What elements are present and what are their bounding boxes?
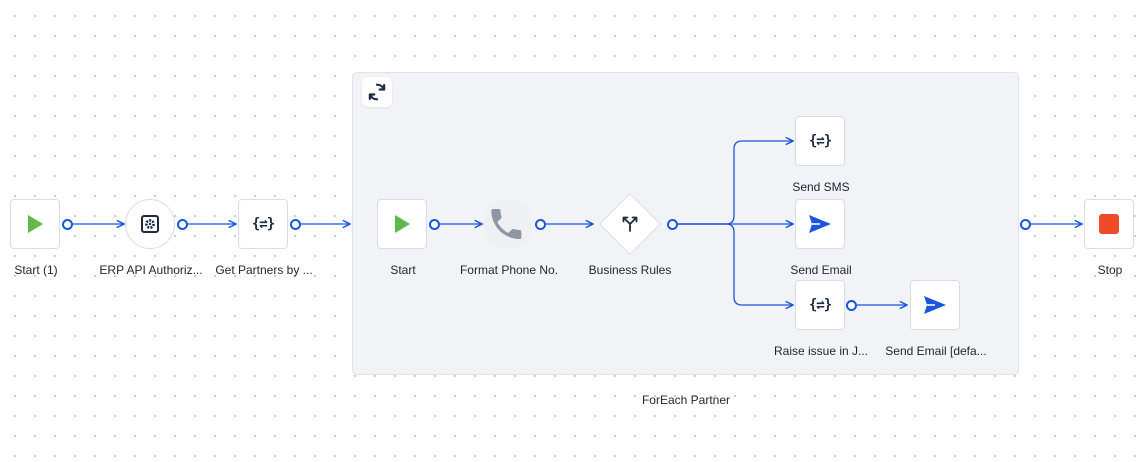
business-rules-label: Business Rules: [588, 263, 672, 277]
gear-box-icon: [141, 215, 159, 233]
business-rules-icon-wrap: [615, 209, 645, 239]
wire-rules-issue: [678, 223, 793, 305]
erp-auth-output-port[interactable]: [177, 219, 188, 230]
start-outer-node[interactable]: [10, 199, 60, 249]
send-sms-label: Send SMS: [792, 180, 850, 194]
format-phone-label: Format Phone No.: [459, 263, 559, 277]
format-phone-output-port[interactable]: [535, 219, 546, 230]
get-partners-node[interactable]: {⇌}: [238, 199, 288, 249]
send-sms-node[interactable]: {⇌}: [795, 116, 845, 166]
stop-icon: [1099, 214, 1119, 234]
send-email-node[interactable]: [795, 199, 845, 249]
business-rules-output-port[interactable]: [667, 219, 678, 230]
send-icon: [924, 296, 946, 314]
branch-icon: [622, 216, 638, 232]
transform-braces-icon: {⇌}: [808, 133, 832, 149]
raise-issue-node[interactable]: {⇌}: [795, 280, 845, 330]
get-partners-output-port[interactable]: [290, 219, 301, 230]
start-outer-label: Start (1): [14, 263, 58, 277]
phone-icon: [491, 209, 522, 239]
send-email-default-node[interactable]: [910, 280, 960, 330]
transform-braces-icon: {⇌}: [251, 216, 275, 232]
format-phone-node[interactable]: [483, 199, 533, 249]
loop-output-port[interactable]: [1020, 219, 1031, 230]
stop-node[interactable]: [1084, 199, 1134, 249]
foreach-loop-label: ForEach Partner: [641, 393, 731, 407]
get-partners-label: Get Partners by ...: [215, 263, 313, 277]
refresh-icon: [368, 83, 386, 101]
loop-toggle-button[interactable]: [362, 77, 392, 107]
play-icon: [395, 215, 410, 233]
start-inner-node[interactable]: [377, 199, 427, 249]
start-inner-label: Start: [390, 263, 416, 277]
send-icon: [809, 215, 831, 233]
wire-rules-sms: [678, 141, 793, 225]
start-outer-output-port[interactable]: [62, 219, 73, 230]
stop-label: Stop: [1097, 263, 1123, 277]
raise-issue-output-port[interactable]: [846, 300, 857, 311]
send-email-default-label: Send Email [defa...: [885, 344, 987, 358]
erp-auth-node[interactable]: [125, 199, 175, 249]
transform-braces-icon: {⇌}: [808, 297, 832, 313]
erp-auth-label: ERP API Authoriz...: [99, 263, 203, 277]
start-inner-output-port[interactable]: [429, 219, 440, 230]
send-email-label: Send Email: [790, 263, 852, 277]
play-icon: [28, 215, 43, 233]
raise-issue-label: Raise issue in J...: [773, 344, 869, 358]
